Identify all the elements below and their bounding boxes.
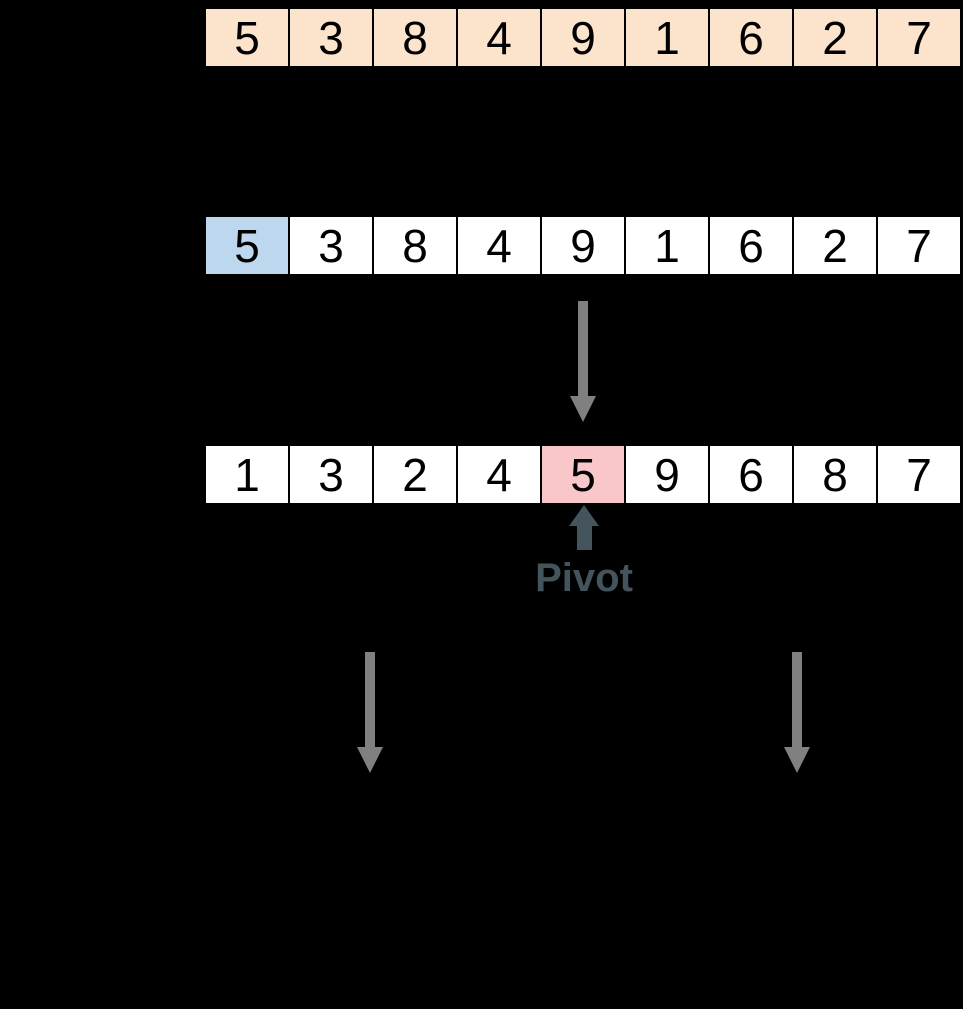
- array-cell: 3: [288, 7, 374, 68]
- array-cell: 2: [792, 215, 878, 276]
- arrow-head: [569, 505, 599, 526]
- array-cell: 8: [792, 444, 878, 505]
- down-arrow-icon: [570, 301, 596, 422]
- array-cell: 1: [624, 7, 710, 68]
- array-cell: 1: [624, 215, 710, 276]
- arrow-shaft: [792, 652, 802, 747]
- array-row-partitioned: 1 3 2 4 5 9 6 8 7: [204, 444, 962, 505]
- array-cell: 2: [372, 444, 458, 505]
- down-arrow-icon: [784, 652, 810, 773]
- array-cell: 6: [708, 444, 794, 505]
- array-cell: 4: [456, 444, 542, 505]
- array-cell: 7: [876, 215, 962, 276]
- down-arrow-icon: [357, 652, 383, 773]
- pivot-label: Pivot: [535, 556, 633, 600]
- array-cell: 6: [708, 215, 794, 276]
- array-cell-pivot-placed: 5: [540, 444, 626, 505]
- arrow-head: [357, 747, 383, 773]
- up-arrow-icon: [569, 505, 599, 550]
- array-cell: 6: [708, 7, 794, 68]
- array-cell: 4: [456, 215, 542, 276]
- array-cell: 7: [876, 7, 962, 68]
- arrow-head: [570, 396, 596, 422]
- arrow-head: [784, 747, 810, 773]
- array-cell: 9: [540, 215, 626, 276]
- arrow-shaft: [365, 652, 375, 747]
- array-cell: 5: [204, 7, 290, 68]
- array-cell: 3: [288, 444, 374, 505]
- arrow-shaft: [578, 301, 588, 396]
- array-cell: 3: [288, 215, 374, 276]
- array-cell: 4: [456, 7, 542, 68]
- array-cell: 9: [540, 7, 626, 68]
- array-row-unsorted: 5 3 8 4 9 1 6 2 7: [204, 7, 962, 68]
- array-cell: 1: [204, 444, 290, 505]
- array-row-pivot-selected: 5 3 8 4 9 1 6 2 7: [204, 215, 962, 276]
- array-cell: 2: [792, 7, 878, 68]
- array-cell: 7: [876, 444, 962, 505]
- arrow-shaft: [576, 526, 592, 550]
- array-cell: 9: [624, 444, 710, 505]
- array-cell: 8: [372, 7, 458, 68]
- array-cell: 8: [372, 215, 458, 276]
- array-cell-pivot-selected: 5: [204, 215, 290, 276]
